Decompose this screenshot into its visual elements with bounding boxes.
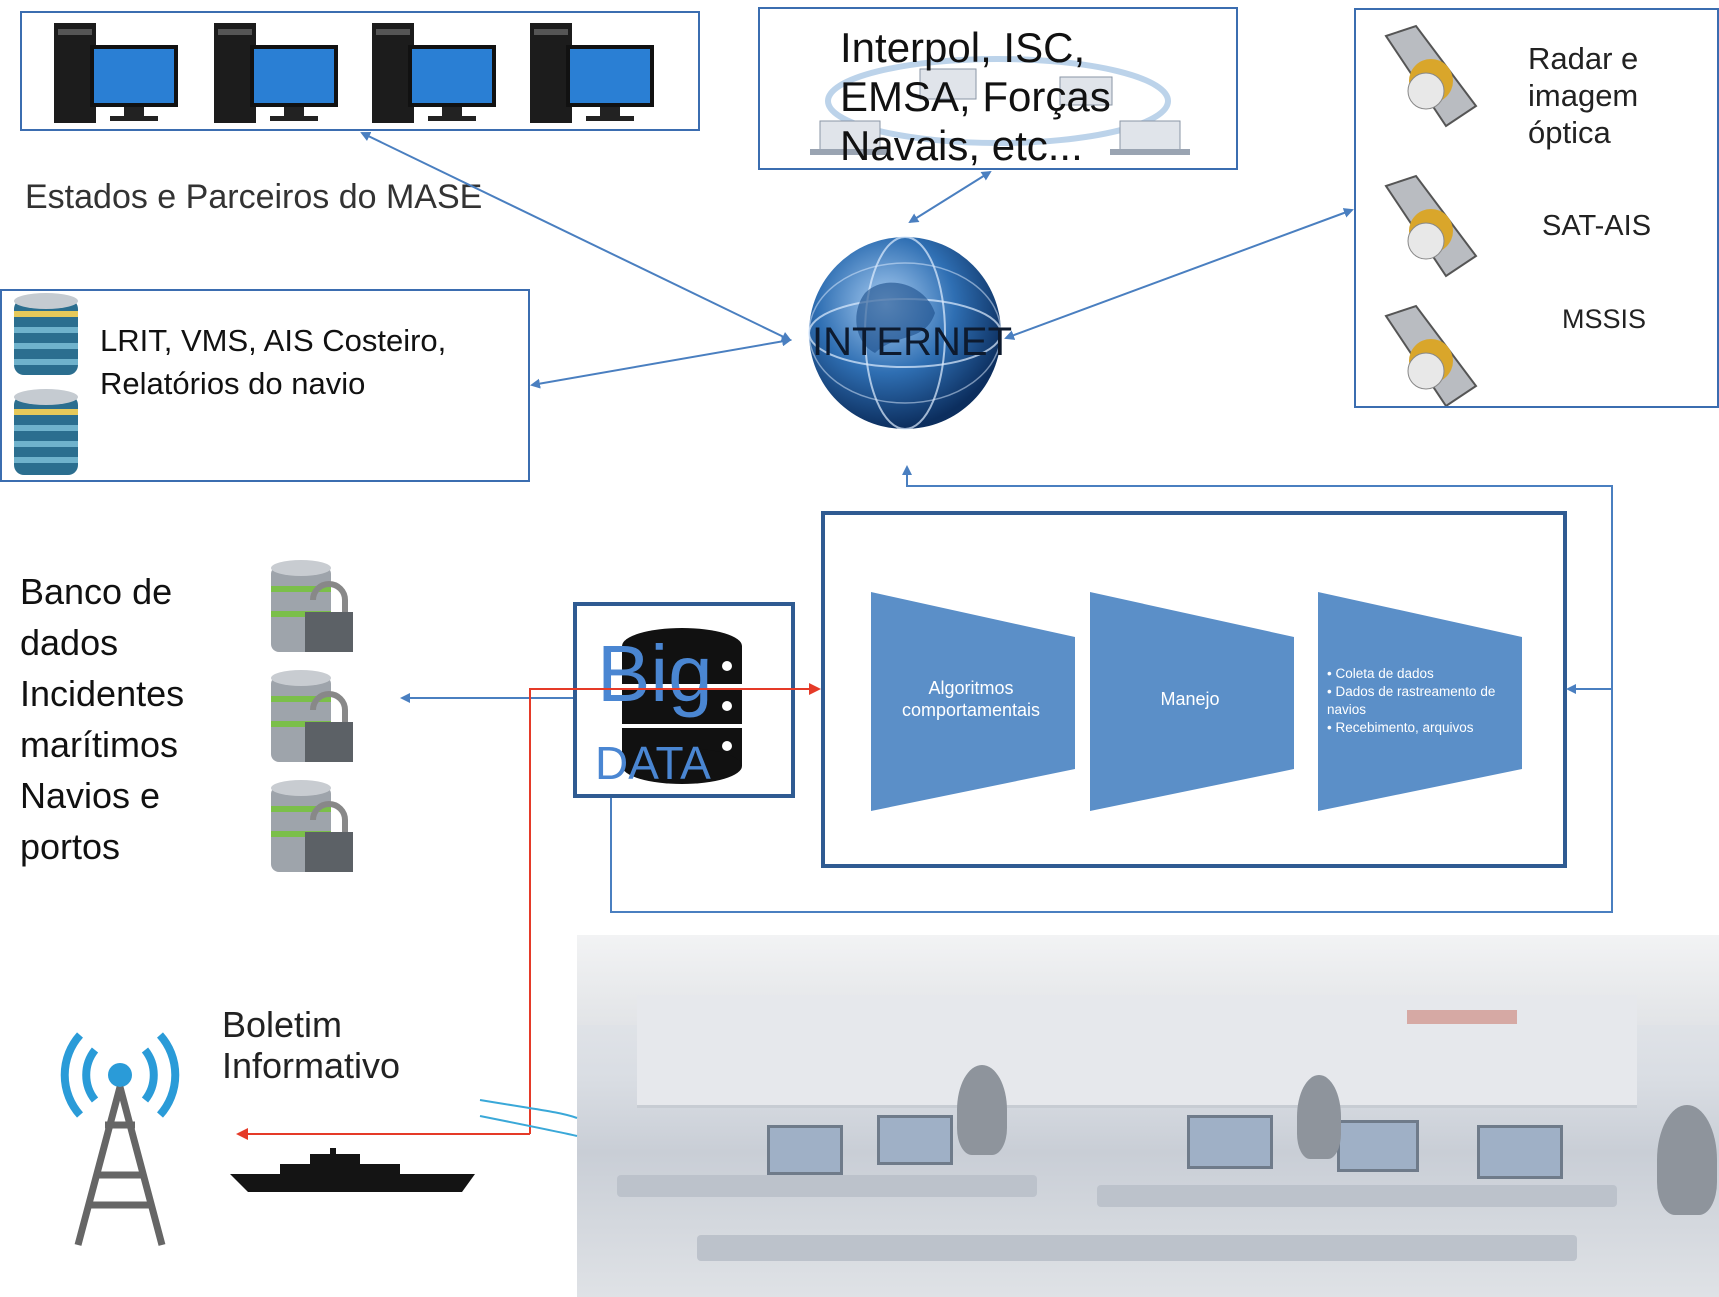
computer-icon	[214, 23, 338, 123]
states-computers-box	[20, 11, 700, 131]
process-step-2-label: Manejo	[1160, 689, 1220, 709]
mssis-label: MSSIS	[1562, 304, 1647, 334]
process-step-1-label: Algoritmos comportamentais	[901, 678, 1041, 720]
database-icon	[14, 389, 78, 475]
process-bullet: • Coleta de dados	[1327, 666, 1434, 681]
database-icons	[14, 293, 78, 475]
process-step-3-list: • Coleta de dados • Dados de rastreament…	[1327, 665, 1517, 737]
process-funnels	[871, 592, 1522, 811]
data-label: DATA	[595, 737, 711, 789]
satellite-icon	[1384, 24, 1478, 128]
satellite-icon	[1384, 304, 1478, 406]
network-laptops-illustration	[810, 56, 1190, 155]
process-step-shape	[1090, 592, 1294, 811]
ship-icon	[230, 1148, 475, 1192]
internet-globe-icon	[808, 236, 1002, 430]
locked-database-icon	[271, 670, 353, 762]
computer-icon	[372, 23, 496, 123]
big-data-box: Big DATA	[573, 602, 795, 798]
partners-text: Interpol, ISC, EMSA, Forças Navais, etc.…	[840, 24, 1111, 169]
process-box: Algoritmos comportamentais Manejo • Cole…	[821, 511, 1567, 868]
partners-box: Interpol, ISC, EMSA, Forças Navais, etc.…	[758, 7, 1238, 170]
arrow-states-internet	[360, 131, 792, 342]
database-text: Banco de dados Incidentes marítimos Navi…	[20, 571, 185, 867]
satellite-box: Radar e imagem óptica SAT-AIS MSSIS	[1354, 8, 1719, 408]
satellites-illustration	[1384, 24, 1478, 406]
locked-database-icon	[271, 560, 353, 652]
boletim-text: Boletim Informativo	[222, 1004, 401, 1086]
laptop-icon	[1110, 120, 1190, 155]
red-arrow-to-process	[529, 683, 821, 1134]
radio-tower-icon	[60, 1032, 180, 1246]
process-bullet: • Recebimento, arquivos	[1327, 720, 1474, 735]
server-stack-icon	[622, 628, 742, 784]
radar-label: Radar e imagem óptica	[1528, 41, 1639, 150]
database-icon	[14, 293, 78, 375]
control-room-photo	[577, 935, 1719, 1297]
computer-icon	[54, 23, 178, 123]
process-step-shape	[871, 592, 1075, 811]
arrow-satellites-internet	[1004, 208, 1354, 340]
laptop-icon	[1059, 76, 1113, 106]
process-bullet: • Dados de rastreamento de navios	[1327, 684, 1496, 717]
locked-database-icon	[271, 780, 353, 872]
laptop-icon	[919, 68, 977, 100]
process-step-shape	[1318, 592, 1522, 811]
locked-databases-illustration	[271, 560, 353, 872]
arrow-loop-to-internet	[610, 465, 1613, 913]
arrow-lrit-internet	[530, 336, 792, 389]
computers-illustration	[54, 23, 654, 123]
arrow-partners-internet	[908, 170, 992, 224]
internet-label: INTERNET	[812, 320, 1012, 364]
lrit-text: LRIT, VMS, AIS Costeiro, Relatórios do n…	[100, 323, 447, 401]
sat-ais-label: SAT-AIS	[1542, 210, 1652, 242]
laptop-icon	[810, 120, 890, 155]
satellite-icon	[1384, 174, 1478, 278]
big-label: Big	[597, 629, 713, 718]
computer-icon	[530, 23, 654, 123]
